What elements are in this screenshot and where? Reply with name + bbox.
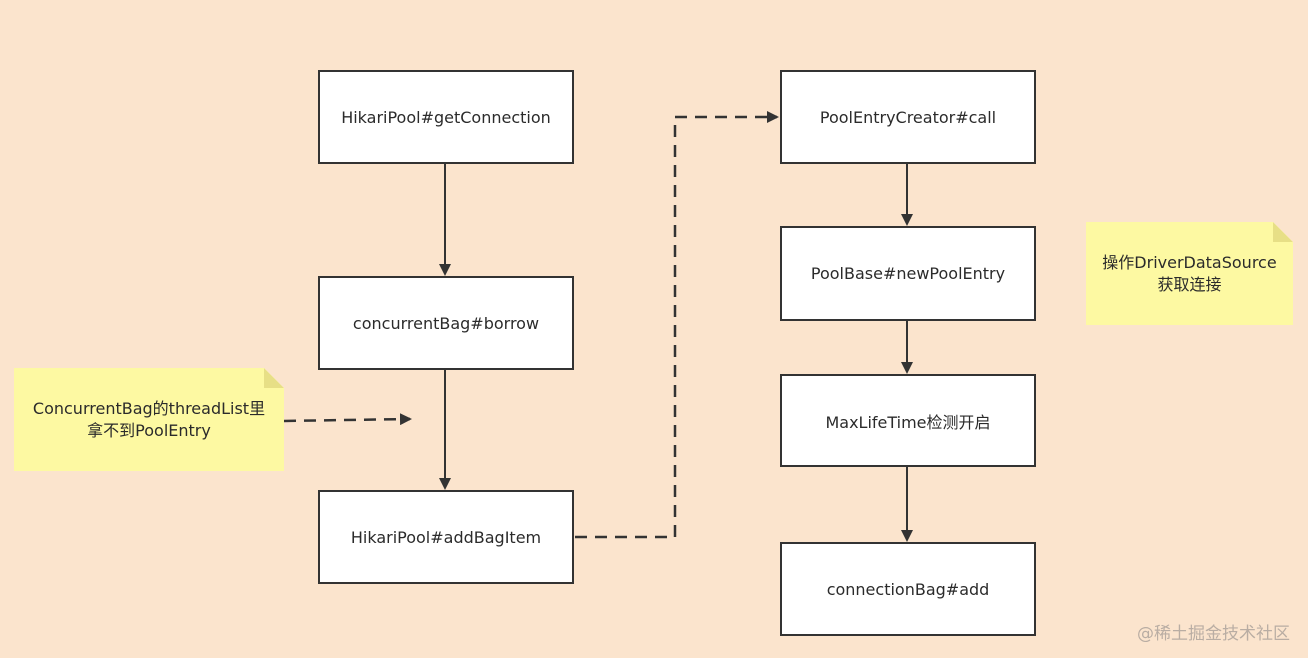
note-thread-list-text: ConcurrentBag的threadList里 拿不到PoolEntry — [32, 398, 266, 440]
node-borrow: concurrentBag#borrow — [318, 276, 574, 370]
node-borrow-label: concurrentBag#borrow — [352, 313, 540, 333]
node-pool-entry-creator: PoolEntryCreator#call — [780, 70, 1036, 164]
node-add-bag-item: HikariPool#addBagItem — [318, 490, 574, 584]
watermark: @稀土掘金技术社区 — [1137, 624, 1290, 644]
node-connection-bag-add-label: connectionBag#add — [826, 579, 990, 599]
arrow-note-threadlist — [283, 413, 412, 426]
node-new-pool-entry-label: PoolBase#newPoolEntry — [810, 264, 1006, 283]
note-driver-data-source: 操作DriverDataSource 获取连接 — [1086, 222, 1293, 325]
note-driver-data-source-text: 操作DriverDataSource 获取连接 — [1102, 252, 1277, 294]
node-max-life-time-label: MaxLifeTime检测开启 — [825, 412, 991, 432]
node-get-connection-label: HikariPool#getConnection — [341, 107, 551, 127]
node-max-life-time: MaxLifeTime检测开启 — [780, 374, 1036, 467]
arrow-addbagitem-to-poolentrycreator — [575, 111, 779, 539]
node-get-connection: HikariPool#getConnection — [318, 70, 574, 164]
node-pool-entry-creator-label: PoolEntryCreator#call — [819, 107, 997, 127]
note-thread-list: ConcurrentBag的threadList里 拿不到PoolEntry — [14, 368, 284, 471]
node-new-pool-entry: PoolBase#newPoolEntry — [780, 226, 1036, 321]
node-add-bag-item-label: HikariPool#addBagItem — [350, 527, 542, 547]
node-connection-bag-add: connectionBag#add — [780, 542, 1036, 636]
